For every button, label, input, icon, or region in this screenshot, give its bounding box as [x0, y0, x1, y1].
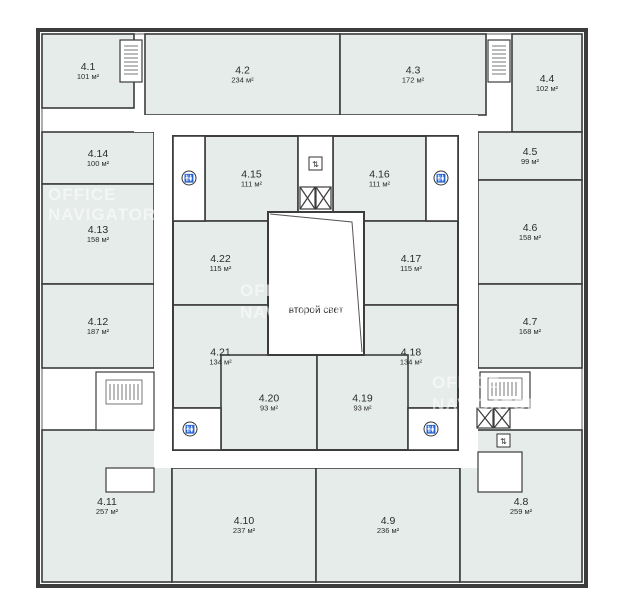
unit-area: 134 м² — [400, 358, 423, 367]
svg-text:⇅: ⇅ — [500, 437, 507, 446]
unit-number: 4.15 — [241, 169, 262, 181]
unit-number: 4.9 — [381, 515, 396, 527]
watermark-text: OFFICE — [240, 281, 308, 300]
unit-area: 102 м² — [536, 84, 559, 93]
unit-number: 4.10 — [234, 515, 255, 527]
unit-area: 259 м² — [510, 507, 533, 516]
unit-number: 4.1 — [81, 61, 96, 73]
unit-number: 4.13 — [88, 224, 109, 236]
watermark-text: OFFICE — [432, 373, 500, 392]
atrium: второй свет — [267, 211, 365, 356]
unit-area: 99 м² — [521, 157, 540, 166]
office-unit-4.1[interactable] — [41, 33, 135, 109]
service-shaft — [105, 451, 523, 493]
stair-icon — [479, 371, 531, 409]
unit-area: 168 м² — [519, 327, 542, 336]
unit-area: 234 м² — [231, 76, 254, 85]
office-unit-4.20[interactable] — [220, 354, 318, 451]
unit-area: 158 м² — [519, 233, 542, 242]
unit-area: 257 м² — [96, 507, 119, 516]
unit-number: 4.11 — [97, 496, 117, 508]
unit-area: 115 м² — [210, 264, 232, 273]
unit-number: 4.20 — [259, 393, 280, 405]
unit-number: 4.22 — [210, 253, 231, 265]
watermark: OFFICE NAVIGATOR OFFICE NAVIGATOR OFFICE… — [48, 185, 540, 414]
stair-icon — [119, 39, 143, 83]
unit-area: 237 м² — [233, 526, 256, 535]
office-unit-4.15[interactable] — [204, 135, 299, 222]
unit-number: 4.12 — [88, 316, 109, 328]
restroom-icon: 🚻 — [182, 421, 198, 437]
unit-number: 4.2 — [235, 65, 250, 77]
office-unit-4.7[interactable] — [477, 283, 583, 369]
elevator-icon: ⇅ — [496, 433, 511, 448]
watermark-text: NAVIGATOR — [432, 395, 540, 414]
office-unit-4.3[interactable] — [339, 33, 487, 116]
unit-number: 4.4 — [540, 73, 555, 85]
unit-number: 4.17 — [401, 253, 422, 265]
office-unit-4.9[interactable] — [315, 467, 461, 583]
unit-number: 4.5 — [523, 146, 538, 158]
restroom-icon: 🚻 — [181, 170, 197, 186]
unit-number: 4.8 — [514, 496, 529, 508]
unit-number: 4.14 — [88, 148, 109, 160]
office-unit-4.17[interactable] — [363, 220, 459, 306]
unit-area: 115 м² — [400, 264, 422, 273]
office-unit-4.14[interactable] — [41, 131, 155, 185]
unit-number: 4.18 — [401, 347, 422, 359]
svg-text:🚻: 🚻 — [436, 173, 446, 183]
unit-number: 4.21 — [210, 347, 231, 359]
restroom-icon: 🚻 — [423, 421, 439, 437]
unit-area: 134 м² — [209, 358, 232, 367]
office-unit-4.12[interactable] — [41, 283, 155, 369]
unit-number: 4.19 — [352, 393, 373, 405]
stair-icon — [95, 371, 155, 431]
unit-area: 93 м² — [353, 404, 372, 413]
office-unit-4.6[interactable] — [477, 179, 583, 285]
office-unit-4.22[interactable] — [172, 220, 269, 306]
unit-number: 4.16 — [369, 169, 390, 181]
restroom-icon: 🚻 — [433, 170, 449, 186]
office-unit-4.13[interactable] — [41, 183, 155, 285]
unit-area: 187 м² — [87, 327, 110, 336]
unit-number: 4.7 — [523, 316, 538, 328]
stair-icon — [487, 39, 511, 83]
elevator-icon: ⇅ — [308, 156, 323, 171]
unit-area: 111 м² — [241, 180, 263, 189]
atrium-label: второй свет — [289, 305, 344, 316]
svg-text:⇅: ⇅ — [312, 160, 319, 169]
unit-area: 158 м² — [87, 235, 110, 244]
elevator-shafts — [299, 186, 511, 429]
unit-area: 93 м² — [260, 404, 279, 413]
unit-area: 101 м² — [77, 72, 100, 81]
corridor — [134, 115, 478, 468]
watermark-text: NAVIGATOR — [48, 205, 156, 224]
unit-area: 236 м² — [377, 526, 400, 535]
watermark-text: OFFICE — [48, 185, 116, 204]
unit-area: 172 м² — [402, 76, 425, 85]
svg-text:🚻: 🚻 — [184, 173, 194, 183]
svg-text:🚻: 🚻 — [426, 424, 436, 434]
unit-number: 4.6 — [523, 222, 538, 234]
unit-area: 111 м² — [369, 180, 391, 189]
unit-area: 100 м² — [87, 159, 110, 168]
unit-number: 4.3 — [406, 65, 421, 77]
rooms-layer — [41, 33, 583, 583]
watermark-text: NAVIGATOR — [240, 303, 348, 322]
svg-text:🚻: 🚻 — [185, 424, 195, 434]
